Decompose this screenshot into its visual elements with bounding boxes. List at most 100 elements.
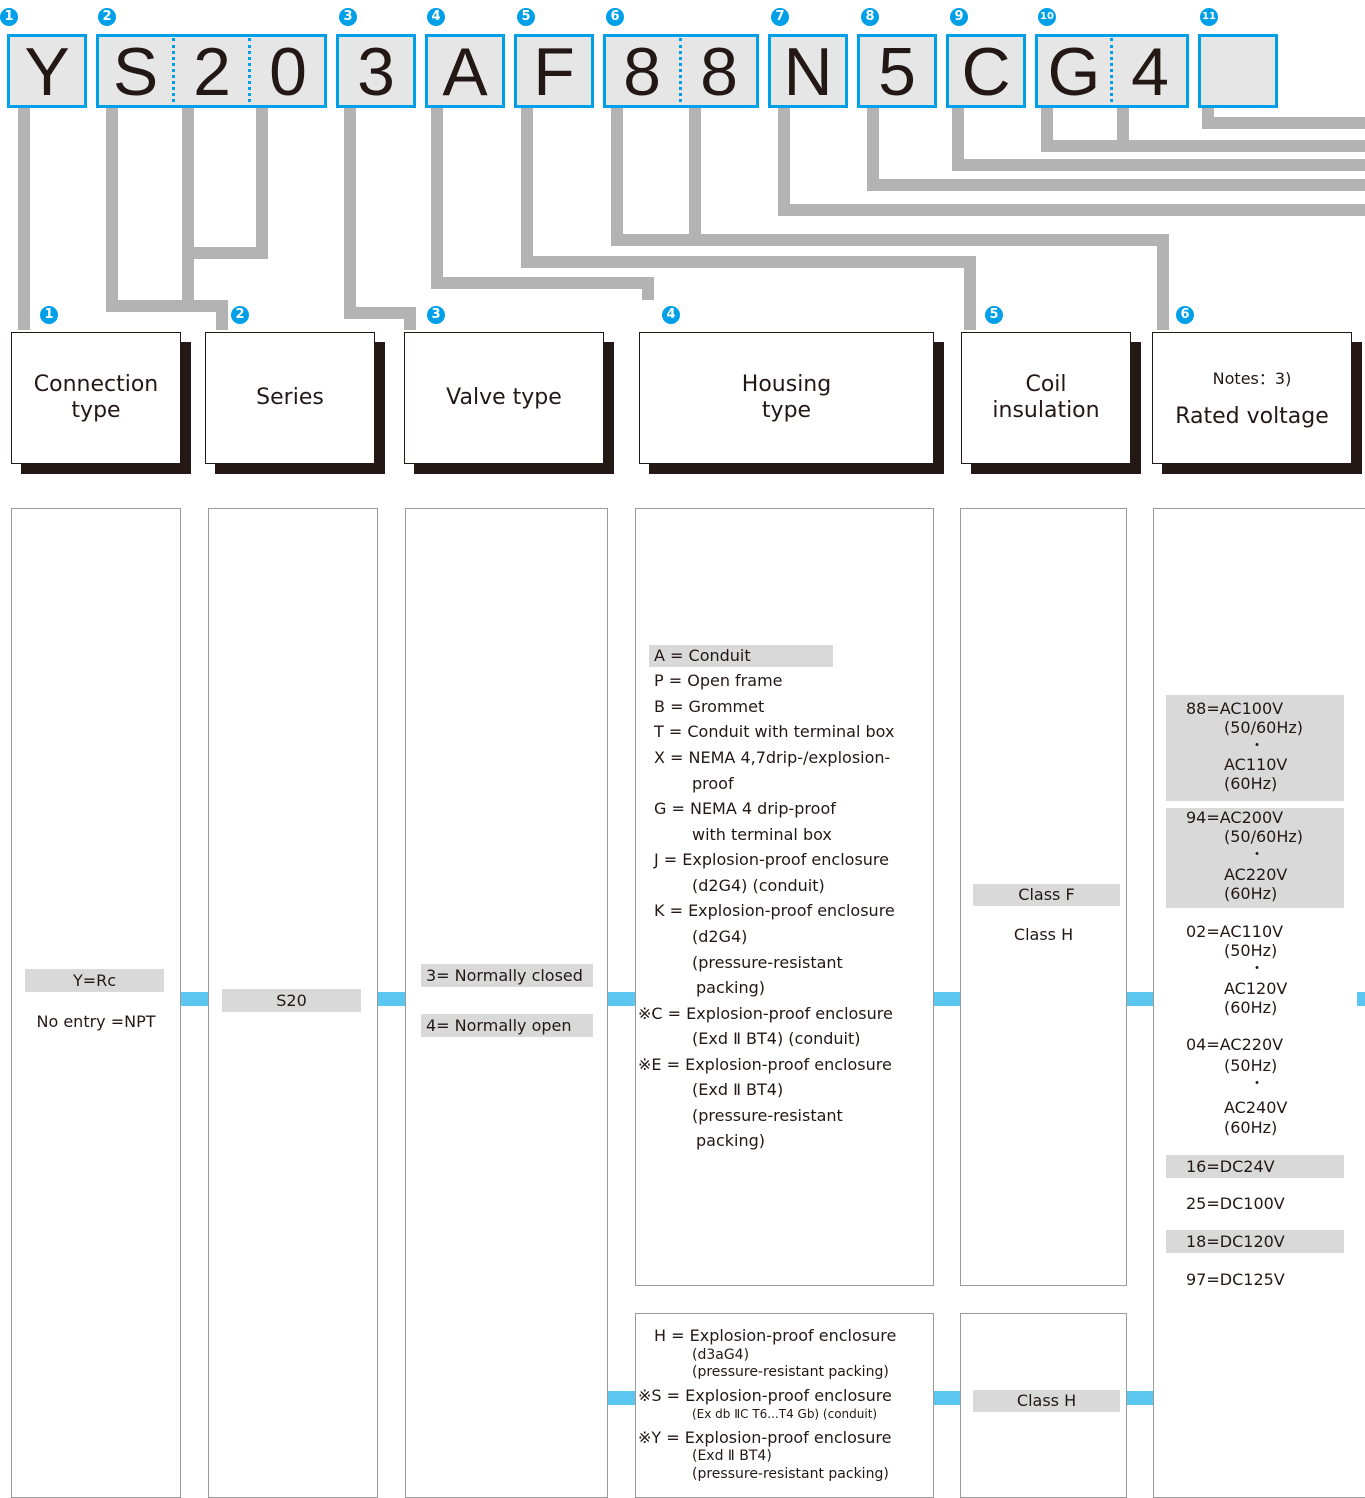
separator [172, 38, 175, 108]
code-char-3: 2 [174, 36, 250, 108]
code-char-10: N [769, 36, 847, 108]
header-label: Coil insulation [992, 372, 1100, 423]
code-char-14: 4 [1112, 36, 1188, 108]
voltage-88-sep: ・ [1250, 738, 1264, 754]
option-normally-closed: 3= Normally closed [421, 964, 593, 987]
voltage-02-hz: (50Hz) [1224, 941, 1278, 960]
connector-lines [18, 108, 1365, 330]
option-housing-e: ※E = Explosion-proof enclosure [638, 1055, 892, 1074]
voltage-18: 18=DC120V [1166, 1230, 1344, 1253]
option-housing-t: T = Conduit with terminal box [654, 722, 895, 741]
code-char-1: Y [8, 36, 86, 108]
voltage-94-alt-hz: (60Hz) [1224, 884, 1278, 903]
option-housing-e-cont1: (Exd Ⅱ BT4) [692, 1080, 784, 1099]
code-char-6: A [426, 36, 504, 108]
position-number-10: 10 [1038, 8, 1056, 26]
header-number-2: 2 [231, 306, 249, 324]
option-housing-g: G = NEMA 4 drip-proof [654, 799, 836, 818]
option-housing-y: ※Y = Explosion-proof enclosure [638, 1428, 892, 1447]
voltage-97: 97=DC125V [1186, 1270, 1285, 1289]
position-number-11: 11 [1200, 8, 1218, 26]
option-normally-open: 4= Normally open [421, 1014, 593, 1037]
header-label: Rated voltage [1175, 404, 1329, 429]
column-voltage [1153, 508, 1365, 1498]
option-housing-a: A = Conduit [649, 645, 833, 667]
header-coil-insulation: Coil insulation [961, 332, 1131, 464]
header-number-4: 4 [662, 306, 680, 324]
code-char-2: S [97, 36, 174, 108]
option-housing-b: B = Grommet [654, 697, 765, 716]
option-housing-x-cont: proof [692, 774, 734, 793]
position-number-3: 3 [339, 8, 357, 26]
code-box-11 [1198, 34, 1278, 108]
option-housing-g-cont: with terminal box [692, 825, 832, 844]
option-npt: No entry =NPT [36, 1012, 156, 1031]
link-bar [181, 992, 208, 1006]
header-label: Connection type [33, 372, 159, 423]
code-char-7: F [515, 36, 593, 108]
code-char-5: 3 [337, 36, 415, 108]
voltage-02-alt: AC120V [1224, 979, 1288, 998]
voltage-88: 88=AC100V [1186, 699, 1284, 718]
link-bar [1127, 992, 1153, 1006]
header-connection-type: Connection type [11, 332, 181, 464]
option-housing-s: ※S = Explosion-proof enclosure [638, 1386, 892, 1405]
code-char-15 [1199, 36, 1277, 108]
voltage-04-alt-hz: (60Hz) [1224, 1118, 1278, 1137]
header-rated-voltage: Notes：3) Rated voltage [1152, 332, 1352, 464]
position-number-4: 4 [427, 8, 445, 26]
option-housing-y-cont1: (Exd Ⅱ BT4) [692, 1448, 772, 1464]
option-class-h: Class H [1013, 925, 1074, 944]
column-housing [635, 508, 934, 1286]
position-number-9: 9 [950, 8, 968, 26]
option-housing-k-cont1: (d2G4) [692, 927, 748, 946]
position-number-6: 6 [606, 8, 624, 26]
code-box-2 [96, 34, 327, 108]
header-number-6: 6 [1176, 306, 1194, 324]
code-box-7 [768, 34, 848, 108]
option-housing-y-cont2: (pressure-resistant packing) [692, 1466, 889, 1482]
option-housing-k: K = Explosion-proof enclosure [654, 901, 895, 920]
position-number-1: 1 [0, 8, 18, 26]
code-char-4: 0 [250, 36, 326, 108]
option-housing-h: H = Explosion-proof enclosure [654, 1326, 897, 1345]
voltage-02-alt-hz: (60Hz) [1224, 998, 1278, 1017]
link-bar [1357, 992, 1365, 1006]
option-s20: S20 [222, 989, 361, 1012]
header-note: Notes：3) [1212, 369, 1292, 388]
voltage-94-hz: (50/60Hz) [1224, 827, 1304, 846]
code-char-8: 8 [604, 36, 680, 108]
option-housing-j: J = Explosion-proof enclosure [654, 850, 889, 869]
header-label: Housing type [741, 372, 832, 423]
column-connection [11, 508, 181, 1498]
voltage-02-sep: ・ [1250, 961, 1264, 977]
option-class-f: Class F [973, 884, 1120, 906]
option-housing-k-cont2: (pressure-resistant [692, 953, 843, 972]
column-housing-lower [635, 1313, 934, 1498]
voltage-94-alt: AC220V [1224, 865, 1288, 884]
link-bar [1127, 1391, 1153, 1405]
code-box-9 [946, 34, 1026, 108]
option-housing-c: ※C = Explosion-proof enclosure [638, 1004, 893, 1023]
separator [248, 38, 251, 108]
link-bar [934, 992, 960, 1006]
option-y-rc: Y=Rc [25, 969, 164, 992]
option-housing-e-cont2: (pressure-resistant [692, 1106, 843, 1125]
option-housing-s-cont: (Ex db ⅡC T6...T4 Gb) (conduit) [692, 1407, 878, 1421]
option-housing-k-cont3: packing) [696, 978, 766, 997]
column-valve [405, 508, 608, 1498]
link-bar [378, 992, 405, 1006]
link-bar [934, 1391, 960, 1405]
link-bar [608, 992, 635, 1006]
code-char-9: 8 [680, 36, 758, 108]
voltage-04-alt: AC240V [1224, 1098, 1288, 1117]
voltage-94-sep: ・ [1250, 847, 1264, 863]
header-label: Series [256, 385, 324, 410]
voltage-94-block [1166, 808, 1344, 908]
position-number-2: 2 [98, 8, 116, 26]
position-number-5: 5 [517, 8, 535, 26]
position-number-7: 7 [771, 8, 789, 26]
header-number-5: 5 [985, 306, 1003, 324]
code-char-11: 5 [858, 36, 936, 108]
code-box-5 [514, 34, 594, 108]
